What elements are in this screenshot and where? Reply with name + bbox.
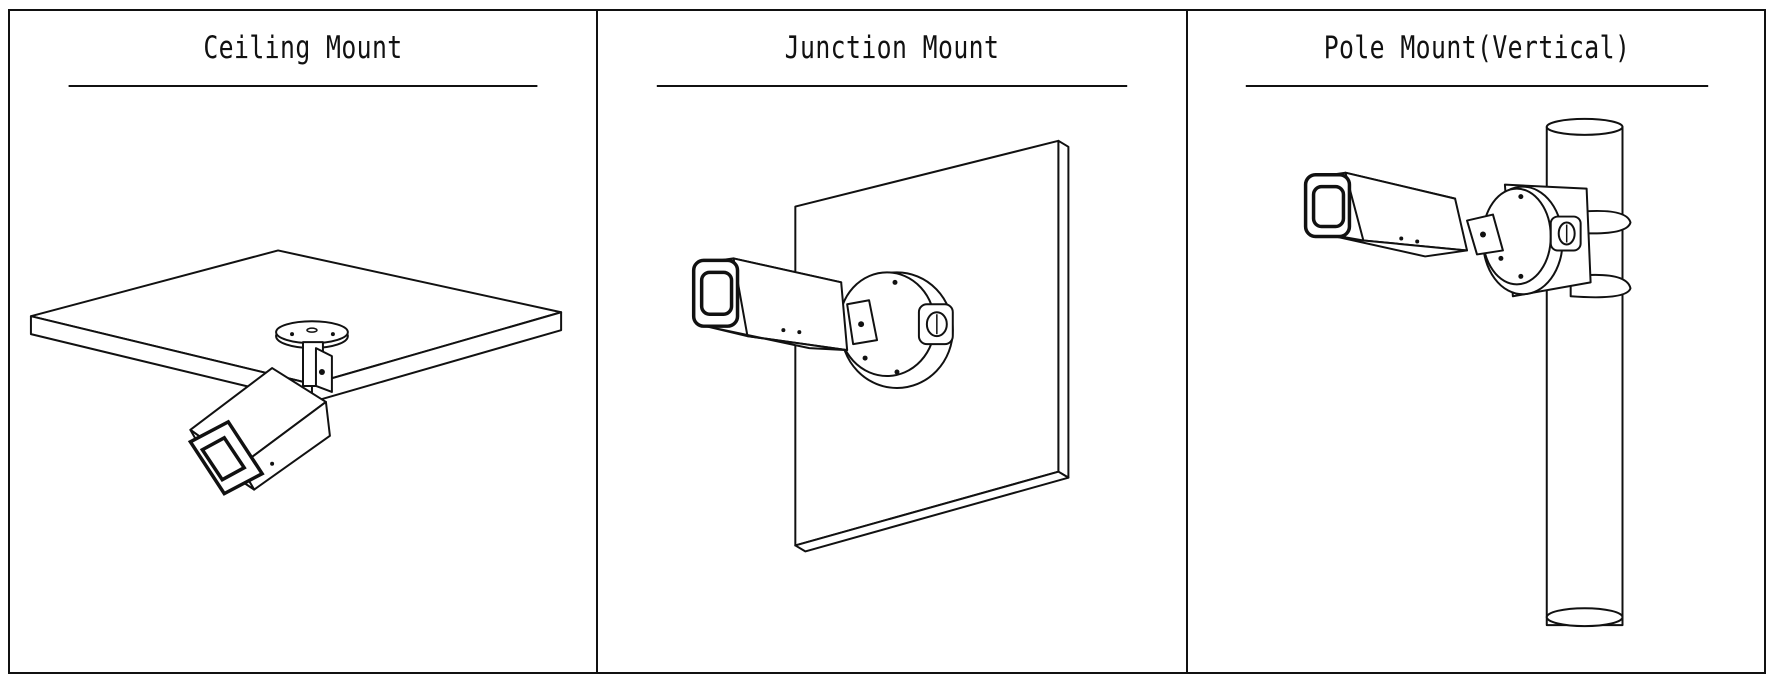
ceiling-mount-header: Ceiling Mount — [68, 11, 538, 87]
camera-pole-mount-icon — [1303, 117, 1632, 628]
mount-types-table: Ceiling Mount — [8, 9, 1766, 674]
pole-mount-header: Pole Mount(Vertical) — [1245, 11, 1709, 87]
pole-mount-illustration — [1188, 87, 1766, 672]
pole-mount-column: Pole Mount(Vertical) — [1186, 11, 1766, 672]
junction-mount-column: Junction Mount — [596, 11, 1186, 672]
ceiling-mount-column: Ceiling Mount — [10, 11, 596, 672]
junction-mount-illustration — [598, 87, 1186, 672]
camera-ceiling-mount-icon — [29, 249, 563, 496]
ceiling-mount-illustration — [10, 87, 596, 672]
junction-mount-header: Junction Mount — [656, 11, 1128, 87]
camera-junction-mount-icon — [691, 139, 1070, 553]
